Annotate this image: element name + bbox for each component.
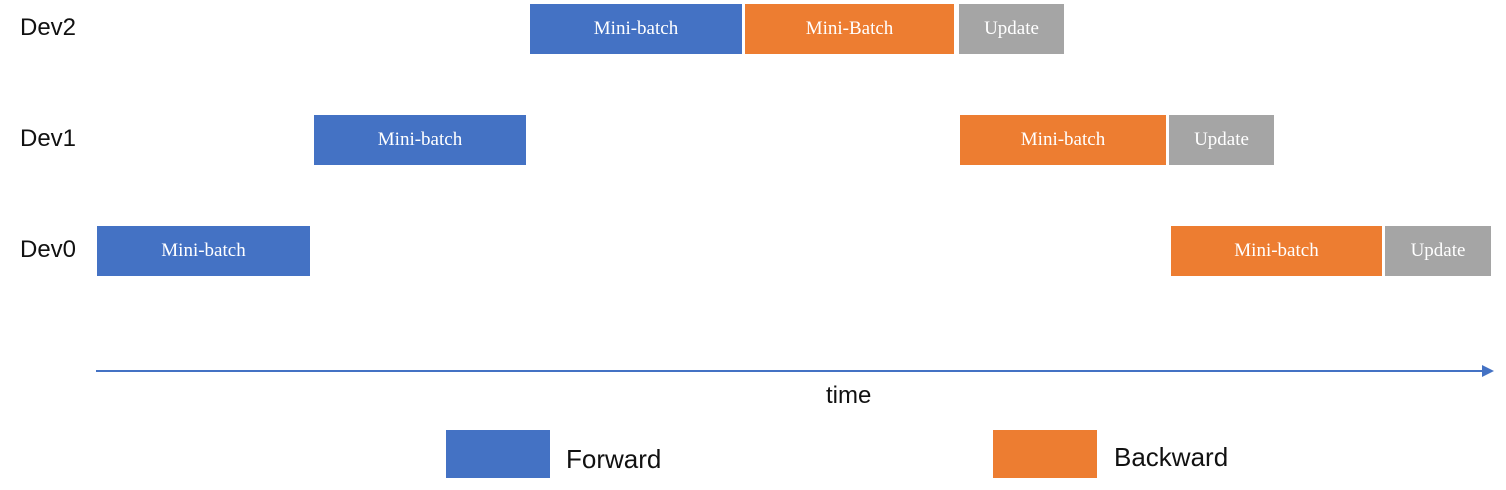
dev2-update-block: Update xyxy=(959,4,1064,54)
device-label-dev1: Dev1 xyxy=(20,125,77,152)
dev0-forward-block: Mini-batch xyxy=(97,226,310,276)
time-axis-arrowhead xyxy=(1482,365,1494,377)
dev1-update-block: Update xyxy=(1169,115,1274,165)
dev2-backward-block: Mini-Batch xyxy=(745,4,954,54)
legend-forward-label: Forward xyxy=(566,444,662,474)
dev2-forward-block: Mini-batch xyxy=(530,4,742,54)
legend-backward-swatch xyxy=(993,430,1097,478)
dev0-backward-block: Mini-batch xyxy=(1171,226,1382,276)
device-label-dev2: Dev2 xyxy=(20,14,77,41)
dev1-backward-block: Mini-batch xyxy=(960,115,1166,165)
time-axis-arrow xyxy=(96,365,1494,377)
legend-forward-swatch xyxy=(446,430,550,478)
legend-backward-label: Backward xyxy=(1114,442,1229,472)
dev1-forward-block: Mini-batch xyxy=(314,115,526,165)
time-axis-label: time xyxy=(826,382,872,409)
dev0-update-block: Update xyxy=(1385,226,1491,276)
device-label-dev0: Dev0 xyxy=(20,236,77,263)
